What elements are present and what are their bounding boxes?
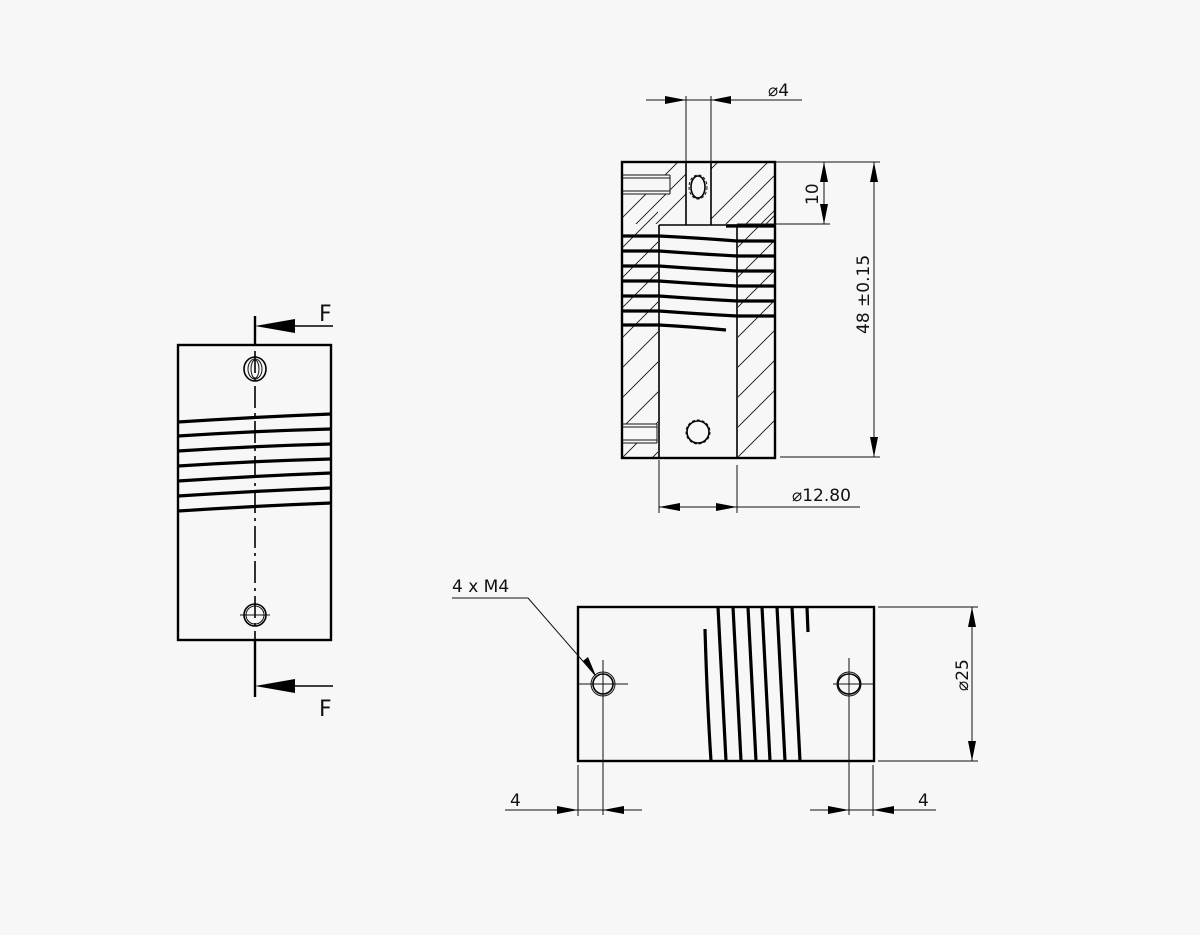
screw-hole-bottom-icon <box>240 603 270 627</box>
inner-diameter-label: ⌀12.80 <box>792 486 851 506</box>
outer-diameter-label: ⌀25 <box>953 659 973 691</box>
set-screw-bottom-icon <box>622 419 711 445</box>
threaded-hole-right-icon <box>833 658 874 815</box>
force-arrow-bottom: F <box>253 640 333 722</box>
force-arrow-top: F <box>253 302 333 345</box>
thread-callout-label: 4 x M4 <box>452 577 509 597</box>
left-offset-label: 4 <box>510 791 521 811</box>
bore-diameter-label: ⌀4 <box>768 81 789 101</box>
dimension-length: 48 ±0.15 <box>780 161 880 458</box>
side-load-view: F F <box>176 302 333 722</box>
threaded-hole-left-icon <box>578 660 628 815</box>
helical-slots <box>177 412 332 513</box>
section-helical-slots <box>622 224 775 332</box>
section-view: ⌀4 10 48 ±0.15 ⌀12.80 <box>620 81 880 513</box>
dimension-bore-diameter: ⌀4 <box>646 81 802 162</box>
length-label: 48 ±0.15 <box>854 255 874 334</box>
thread-callout: 4 x M4 <box>452 577 596 676</box>
dimension-outer-diameter: ⌀25 <box>878 606 978 762</box>
hatch-right-wall <box>738 209 775 458</box>
set-screw-top-icon <box>622 174 708 200</box>
dimension-depth: 10 <box>737 161 830 225</box>
force-label-bottom: F <box>319 697 332 722</box>
dimension-right-offset: 4 <box>810 765 936 816</box>
dimension-inner-diameter: ⌀12.80 <box>658 460 860 513</box>
force-label-top: F <box>319 302 332 327</box>
right-offset-label: 4 <box>918 791 929 811</box>
dimension-left-offset: 4 <box>505 765 642 816</box>
front-helical-slots <box>703 606 810 762</box>
depth-label: 10 <box>803 183 823 205</box>
screw-hole-top-icon <box>243 356 267 382</box>
front-view: 4 x M4 ⌀25 4 4 <box>452 577 978 816</box>
